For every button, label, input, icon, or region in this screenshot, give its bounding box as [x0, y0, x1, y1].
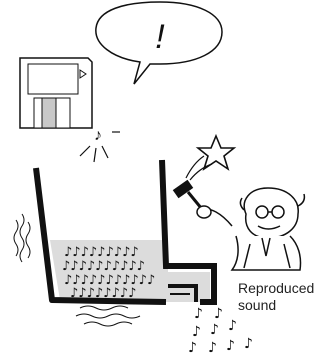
svg-text:♪: ♪: [210, 322, 219, 338]
svg-text:♪: ♪: [214, 306, 223, 322]
svg-text:♪: ♪: [188, 340, 197, 354]
speech-bubble: !: [96, 2, 222, 84]
caption-reproduced-sound: Reproduced sound: [238, 280, 314, 314]
professor-character: [197, 188, 304, 270]
svg-text:♪♪♪♪♪♪♪♪♪: ♪♪♪♪♪♪♪♪♪: [64, 245, 139, 260]
music-note-icon: ♪: [80, 127, 120, 162]
svg-text:♪♪♪♪♪♪♪♪♪♪: ♪♪♪♪♪♪♪♪♪♪: [62, 259, 145, 274]
svg-text:♪: ♪: [208, 340, 217, 354]
svg-text:♪: ♪: [94, 127, 102, 144]
svg-text:♪: ♪: [226, 338, 235, 354]
svg-text:♪: ♪: [192, 324, 201, 340]
speech-bubble-text: !: [155, 18, 165, 56]
caption-line-2: sound: [238, 297, 314, 314]
svg-text:♪: ♪: [244, 336, 253, 352]
floppy-disk-icon: [20, 58, 92, 128]
svg-text:♪♪♪♪♪♪♪♪: ♪♪♪♪♪♪♪♪: [70, 286, 136, 301]
svg-text:♪: ♪: [194, 306, 203, 322]
svg-text:♪: ♪: [228, 318, 237, 334]
star-icon: [186, 136, 234, 180]
caption-line-1: Reproduced: [238, 280, 314, 297]
